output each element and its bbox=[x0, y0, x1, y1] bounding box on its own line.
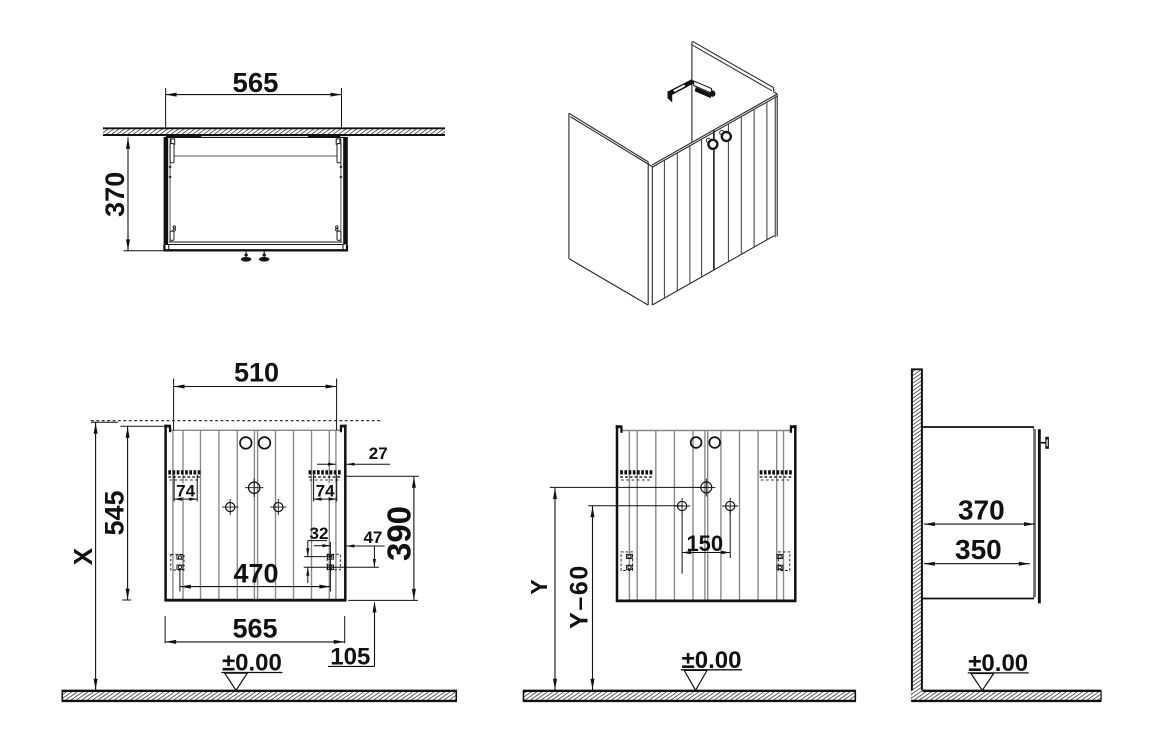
svg-text:470: 470 bbox=[233, 558, 278, 588]
svg-text:150: 150 bbox=[686, 531, 723, 556]
svg-text:510: 510 bbox=[234, 357, 279, 387]
svg-text:74: 74 bbox=[176, 481, 195, 500]
svg-text:370: 370 bbox=[958, 494, 1005, 525]
svg-text:545: 545 bbox=[99, 490, 129, 535]
svg-text:X: X bbox=[68, 547, 98, 565]
svg-text:350: 350 bbox=[955, 534, 1002, 565]
svg-text:105: 105 bbox=[330, 644, 370, 671]
svg-text:27: 27 bbox=[369, 444, 388, 463]
svg-text:47: 47 bbox=[363, 528, 382, 547]
svg-text:565: 565 bbox=[233, 67, 279, 98]
svg-text:390: 390 bbox=[381, 506, 418, 561]
svg-text:32: 32 bbox=[310, 524, 329, 543]
svg-text:Y–60: Y–60 bbox=[566, 564, 594, 629]
svg-text:74: 74 bbox=[316, 481, 335, 500]
svg-text:565: 565 bbox=[232, 613, 277, 643]
svg-text:370: 370 bbox=[100, 172, 130, 217]
svg-text:Y: Y bbox=[526, 579, 552, 594]
